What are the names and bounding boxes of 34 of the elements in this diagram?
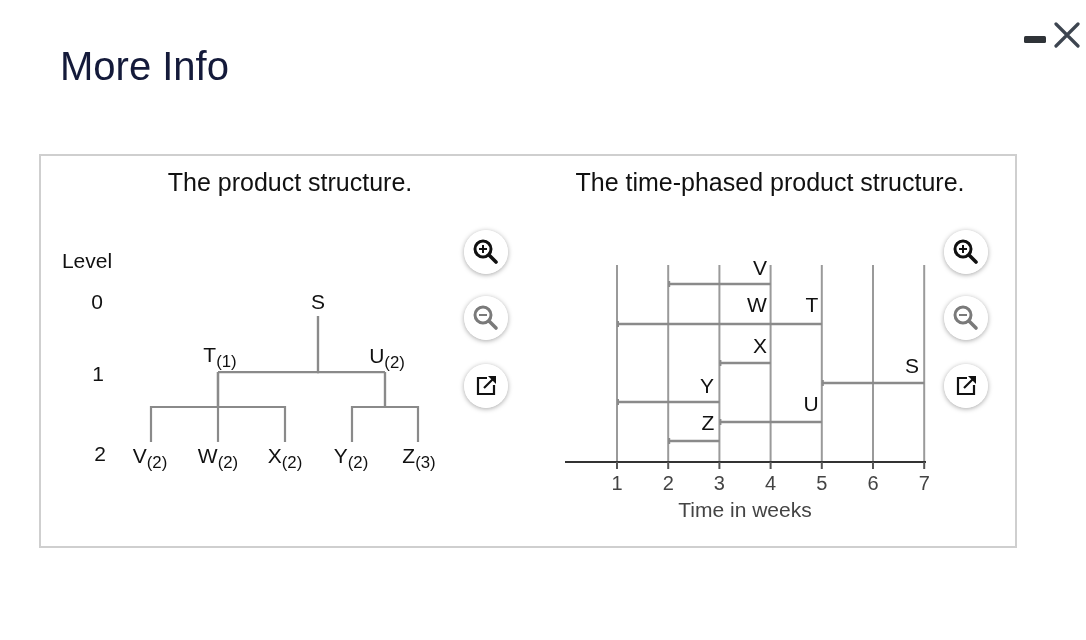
part-label: V$_{(2)}$ xyxy=(132,443,168,469)
tick-label: 7 xyxy=(918,471,930,495)
tick-label: 1 xyxy=(611,471,623,495)
bar-label: U xyxy=(803,391,819,417)
tick-label: 4 xyxy=(765,471,777,495)
dialog-title: More Info xyxy=(60,43,229,89)
part-label: S xyxy=(311,289,325,315)
bar-label: W xyxy=(747,292,767,318)
tree-connector xyxy=(383,372,420,442)
tree-connector xyxy=(216,372,287,442)
figure-heading: The time-phased product structure. xyxy=(575,167,965,197)
bar-label: S xyxy=(905,353,919,379)
level-number: 0 xyxy=(91,289,103,315)
bar-label: X xyxy=(753,333,767,359)
axis-title: Time in weeks xyxy=(678,497,812,523)
bar-label: Y xyxy=(700,373,714,399)
part-label: X$_{(2)}$ xyxy=(267,443,303,469)
tick-label: 3 xyxy=(713,471,725,495)
tick-label: 2 xyxy=(662,471,674,495)
part-label: T$_{(1)}$ xyxy=(203,342,237,368)
part-label: Y$_{(2)}$ xyxy=(333,443,369,469)
tick-label: 5 xyxy=(816,471,828,495)
bar-label: V xyxy=(753,255,767,281)
part-label: W$_{(2)}$ xyxy=(197,443,239,469)
part-label: Z$_{(3)}$ xyxy=(402,443,436,469)
level-heading: Level xyxy=(61,248,113,274)
level-number: 2 xyxy=(94,441,106,467)
figure-heading: The product structure. xyxy=(167,167,413,197)
bar-label: T xyxy=(805,292,819,318)
tree-connector xyxy=(316,316,385,374)
bar-label: Z xyxy=(701,410,715,436)
level-number: 1 xyxy=(92,361,104,387)
tick-label: 6 xyxy=(867,471,879,495)
part-label: U$_{(2)}$ xyxy=(369,343,405,369)
